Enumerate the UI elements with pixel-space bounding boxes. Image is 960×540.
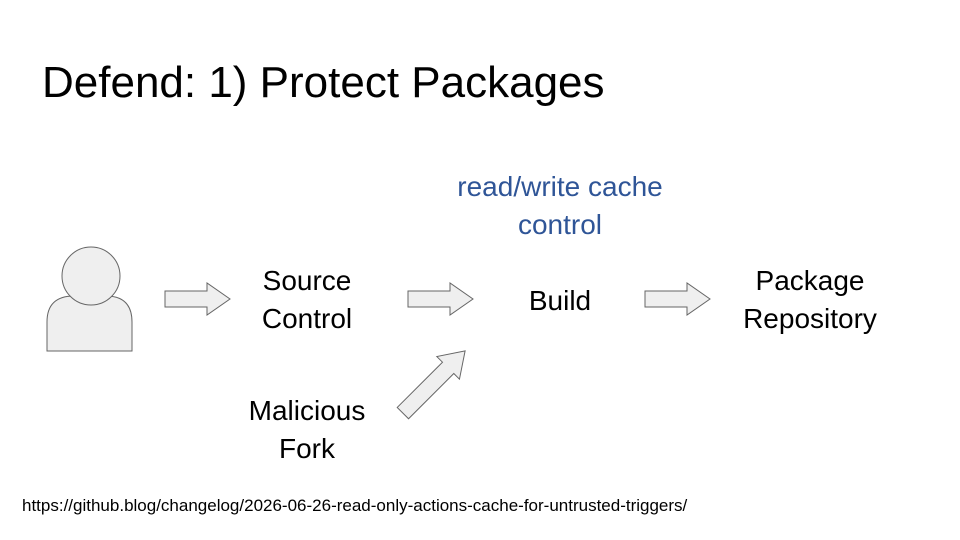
build-node: Build <box>528 285 592 316</box>
source-control-node: Source Control <box>247 262 367 338</box>
person-icon <box>46 246 133 352</box>
annotation-line-1: read/write cache <box>457 171 663 202</box>
malicious-fork-node: Malicious Fork <box>232 392 382 468</box>
arrow-fork-to-build-icon <box>396 350 466 420</box>
package-repository-node: Package Repository <box>720 262 900 338</box>
package-repository-line-1: Package <box>755 265 865 296</box>
package-repository-line-2: Repository <box>743 303 877 334</box>
slide-title: Defend: 1) Protect Packages <box>42 58 605 107</box>
source-control-line-1: Source <box>262 265 352 296</box>
arrow-build-to-repo-icon <box>644 282 711 316</box>
malicious-fork-line-2: Fork <box>279 433 335 464</box>
annotation-line-2: control <box>517 209 603 240</box>
source-link[interactable]: https://github.blog/changelog/2026-06-26… <box>22 496 688 515</box>
malicious-fork-line-1: Malicious <box>248 395 366 426</box>
cache-control-annotation: read/write cache control <box>420 168 700 244</box>
source-control-line-2: Control <box>261 303 353 334</box>
arrow-source-to-build-icon <box>407 282 474 316</box>
arrow-user-to-source-icon <box>164 282 231 316</box>
